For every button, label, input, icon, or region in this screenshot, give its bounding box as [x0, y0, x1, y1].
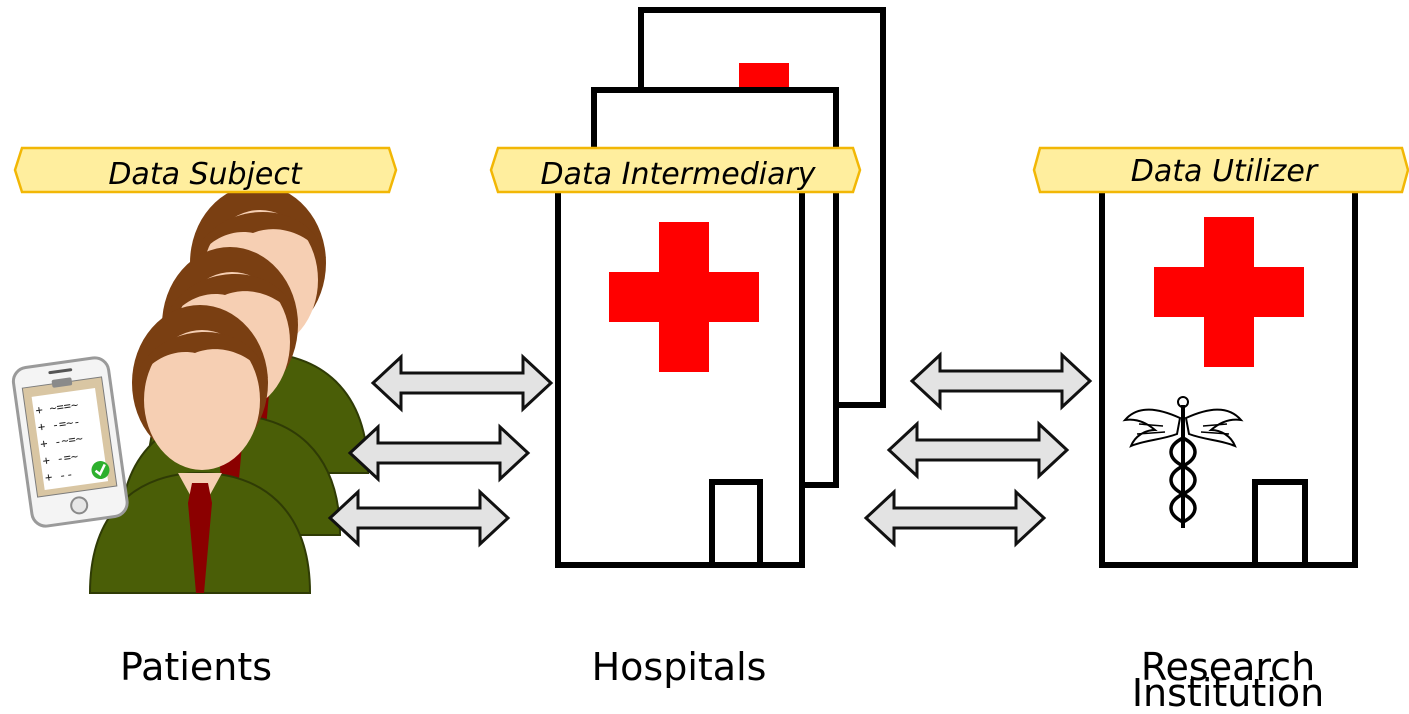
hospital-front — [555, 162, 805, 568]
checklist-mark: + — [39, 436, 48, 451]
double-arrow-icon — [371, 355, 553, 411]
checklist-line: -=~- — [51, 414, 82, 432]
arrows-patients-hospitals — [328, 355, 553, 546]
research-building-icon — [1099, 162, 1358, 568]
data-utilizer-label: Data Utilizer — [1032, 146, 1409, 194]
checklist-line: ~==~ — [48, 398, 79, 416]
checklist-line: -=~ — [56, 449, 79, 466]
research-label-line2: Institution — [1132, 671, 1324, 714]
checklist-mark: + — [44, 470, 53, 485]
arrows-hospitals-research — [864, 353, 1092, 546]
double-arrow-icon — [910, 353, 1092, 409]
hospital-building-icon — [555, 7, 886, 568]
caduceus-icon — [1122, 396, 1244, 528]
data-intermediary-label: Data Intermediary — [489, 146, 862, 194]
data-subject-text: Data Subject — [108, 157, 303, 192]
double-arrow-icon — [887, 422, 1069, 478]
smartphone-checklist-icon: + ~==~ + -=~- + -~=~ + -=~ + -- — [11, 356, 129, 528]
hospital-door — [709, 479, 763, 568]
data-intermediary-text: Data Intermediary — [540, 157, 816, 192]
data-utilizer-text: Data Utilizer — [1131, 154, 1319, 189]
checklist-mark: + — [42, 453, 51, 468]
checklist-mark: + — [35, 403, 44, 418]
patients-group-icon — [89, 184, 369, 594]
check-badge-icon — [91, 461, 110, 480]
double-arrow-icon — [328, 490, 510, 546]
hospitals-label: Hospitals — [592, 645, 767, 689]
checklist-mark: + — [37, 419, 46, 434]
double-arrow-icon — [348, 425, 530, 481]
research-label-line1: Research — [1141, 645, 1315, 689]
double-arrow-icon — [864, 490, 1046, 546]
checklist-line: -~=~ — [53, 431, 84, 449]
research-door — [1252, 479, 1308, 568]
patients-label: Patients — [120, 645, 272, 689]
data-subject-label: Data Subject — [13, 146, 398, 194]
checklist-line: -- — [58, 467, 74, 483]
